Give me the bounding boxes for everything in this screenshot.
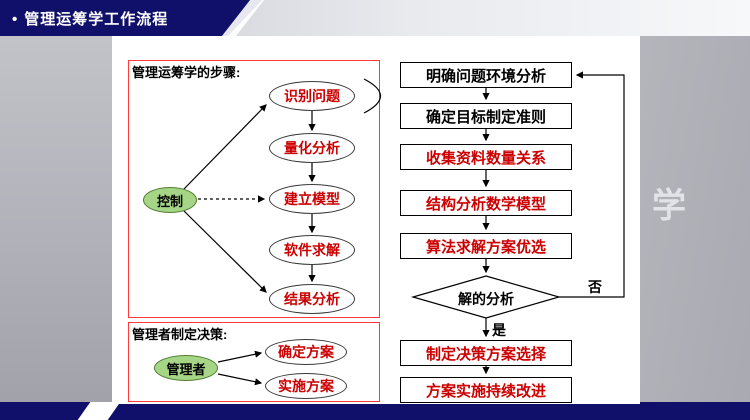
header-bar [0,0,750,36]
bottom-bar [0,402,750,420]
decision-node-implement-plan: 实施方案 [265,373,347,399]
background-photo [0,36,112,420]
flow-box-environment-analysis: 明确问题环境分析 [400,62,572,88]
decision-node-determine-plan: 确定方案 [265,339,347,365]
step-node-quantitative-analysis: 量化分析 [269,133,355,163]
flow-box-algorithm-solve: 算法求解方案优选 [400,233,572,259]
steps-group-label: 管理运筹学的步骤: [132,65,241,80]
branch-label-no: 否 [588,279,602,295]
flow-box-decision-selection: 制定决策方案选择 [400,340,572,366]
step-node-software-solve: 软件求解 [269,235,355,265]
decision-group-label: 管理者制定决策: [132,327,228,342]
flow-diamond-solution-analysis: 解的分析 [458,291,514,307]
step-node-identify-problem: 识别问题 [269,81,355,111]
slide-title: • 管理运筹学工作流程 [12,8,168,29]
flow-box-collect-data: 收集资料数量关系 [400,144,572,170]
title-text: 管理运筹学工作流程 [24,11,169,28]
flow-box-goal-criteria: 确定目标制定准则 [400,103,572,129]
background-watermark: 学 [652,187,686,225]
manager-node: 管理者 [154,355,218,381]
step-node-build-model: 建立模型 [269,184,355,214]
step-node-result-analysis: 结果分析 [269,284,355,314]
control-node: 控制 [143,187,197,213]
title-bullet: • [12,11,19,28]
header-navy-shape [0,0,262,36]
branch-label-yes: 是 [492,322,506,338]
flow-box-continuous-improvement: 方案实施持续改进 [400,377,572,403]
flow-box-structure-model: 结构分析数学模型 [400,190,572,216]
